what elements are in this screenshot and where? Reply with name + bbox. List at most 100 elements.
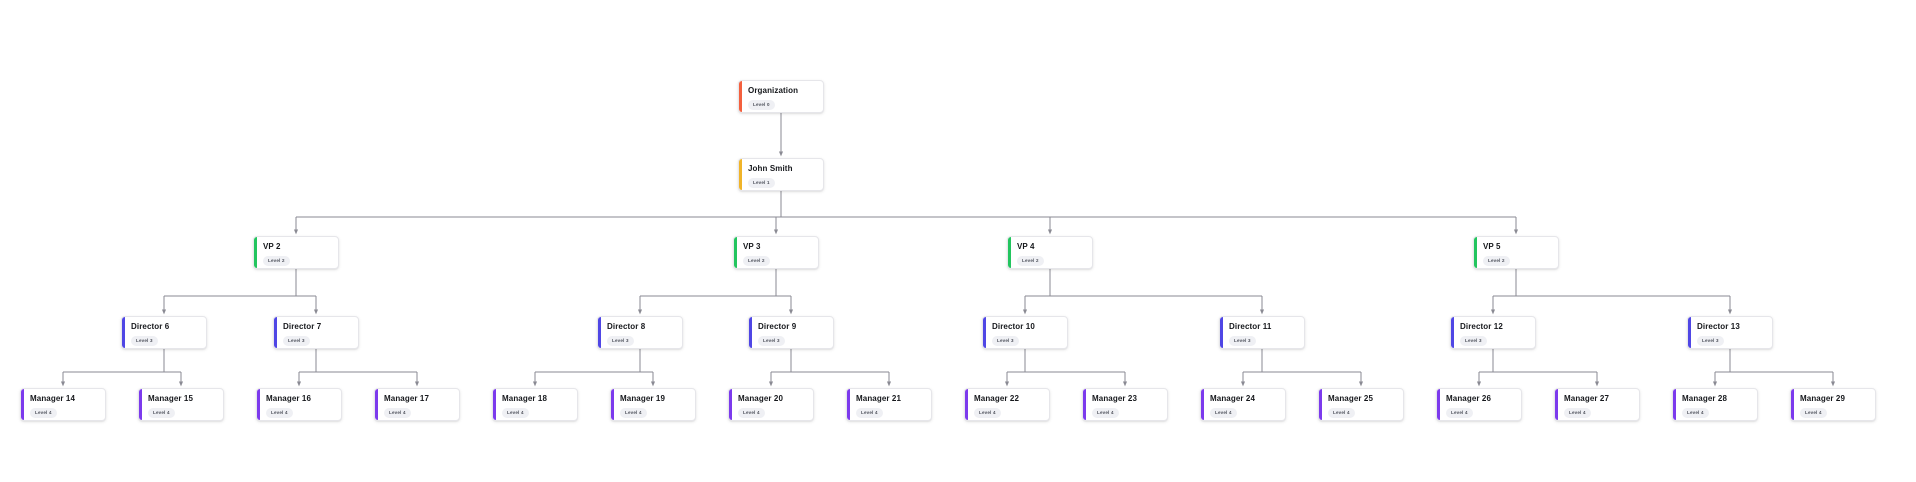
node-title: VP 2 — [263, 242, 281, 251]
node-accent-bar — [493, 389, 496, 420]
node-title: Manager 24 — [1210, 394, 1256, 403]
node-accent-bar — [257, 389, 260, 420]
org-node-vp-3[interactable]: VP 3 Level 2 — [733, 236, 819, 269]
node-accent-bar — [1319, 389, 1322, 420]
node-level-badge: Level 3 — [758, 336, 785, 346]
node-accent-bar — [1083, 389, 1086, 420]
node-level-badge: Level 3 — [283, 336, 310, 346]
node-level-badge: Level 4 — [148, 408, 175, 418]
node-level-badge: Level 2 — [1017, 256, 1044, 266]
org-node-manager-28[interactable]: Manager 28 Level 4 — [1672, 388, 1758, 421]
node-title: Manager 17 — [384, 394, 430, 403]
node-accent-bar — [21, 389, 24, 420]
node-level-badge: Level 3 — [1460, 336, 1487, 346]
org-node-director-10[interactable]: Director 10 Level 3 — [982, 316, 1068, 349]
node-title: Director 12 — [1460, 322, 1503, 331]
node-level-badge: Level 3 — [1229, 336, 1256, 346]
org-node-director-9[interactable]: Director 9 Level 3 — [748, 316, 834, 349]
node-title: Manager 23 — [1092, 394, 1138, 403]
node-accent-bar — [1201, 389, 1204, 420]
node-title: Director 11 — [1229, 322, 1272, 331]
node-title: Manager 27 — [1564, 394, 1610, 403]
node-title: Manager 22 — [974, 394, 1020, 403]
node-title: Manager 19 — [620, 394, 666, 403]
node-title: Director 8 — [607, 322, 646, 331]
node-accent-bar — [1673, 389, 1676, 420]
node-accent-bar — [1555, 389, 1558, 420]
node-level-badge: Level 4 — [974, 408, 1001, 418]
node-accent-bar — [1220, 317, 1223, 348]
node-accent-bar — [739, 159, 742, 190]
node-level-badge: Level 1 — [748, 178, 775, 188]
node-title: Director 6 — [131, 322, 170, 331]
node-level-badge: Level 4 — [1446, 408, 1473, 418]
org-node-director-12[interactable]: Director 12 Level 3 — [1450, 316, 1536, 349]
node-level-badge: Level 2 — [263, 256, 290, 266]
org-node-manager-22[interactable]: Manager 22 Level 4 — [964, 388, 1050, 421]
org-node-vp-2[interactable]: VP 2 Level 2 — [253, 236, 339, 269]
node-level-badge: Level 4 — [384, 408, 411, 418]
node-level-badge: Level 4 — [1328, 408, 1355, 418]
node-accent-bar — [611, 389, 614, 420]
node-accent-bar — [1791, 389, 1794, 420]
org-node-vp-5[interactable]: VP 5 Level 2 — [1473, 236, 1559, 269]
org-node-director-11[interactable]: Director 11 Level 3 — [1219, 316, 1305, 349]
node-accent-bar — [1688, 317, 1691, 348]
node-title: VP 5 — [1483, 242, 1501, 251]
node-level-badge: Level 4 — [1092, 408, 1119, 418]
node-title: Director 9 — [758, 322, 797, 331]
node-level-badge: Level 3 — [1697, 336, 1724, 346]
node-accent-bar — [749, 317, 752, 348]
node-accent-bar — [1474, 237, 1477, 268]
node-level-badge: Level 4 — [738, 408, 765, 418]
node-accent-bar — [729, 389, 732, 420]
node-level-badge: Level 2 — [743, 256, 770, 266]
node-accent-bar — [598, 317, 601, 348]
node-title: Director 7 — [283, 322, 322, 331]
node-title: Manager 29 — [1800, 394, 1846, 403]
node-accent-bar — [1437, 389, 1440, 420]
node-level-badge: Level 4 — [502, 408, 529, 418]
node-level-badge: Level 2 — [1483, 256, 1510, 266]
node-title: Director 13 — [1697, 322, 1740, 331]
org-node-director-13[interactable]: Director 13 Level 3 — [1687, 316, 1773, 349]
node-level-badge: Level 3 — [992, 336, 1019, 346]
node-accent-bar — [1451, 317, 1454, 348]
node-level-badge: Level 4 — [1682, 408, 1709, 418]
node-title: Director 10 — [992, 322, 1035, 331]
org-node-manager-24[interactable]: Manager 24 Level 4 — [1200, 388, 1286, 421]
node-level-badge: Level 4 — [1210, 408, 1237, 418]
node-accent-bar — [965, 389, 968, 420]
node-level-badge: Level 4 — [266, 408, 293, 418]
node-title: VP 3 — [743, 242, 761, 251]
node-accent-bar — [375, 389, 378, 420]
org-node-director-7[interactable]: Director 7 Level 3 — [273, 316, 359, 349]
node-accent-bar — [122, 317, 125, 348]
org-node-manager-17[interactable]: Manager 17 Level 4 — [374, 388, 460, 421]
node-title: Manager 14 — [30, 394, 76, 403]
node-accent-bar — [734, 237, 737, 268]
node-title: John Smith — [748, 164, 793, 173]
node-accent-bar — [254, 237, 257, 268]
node-title: Manager 28 — [1682, 394, 1728, 403]
node-accent-bar — [739, 81, 742, 112]
org-node-manager-23[interactable]: Manager 23 Level 4 — [1082, 388, 1168, 421]
node-accent-bar — [274, 317, 277, 348]
